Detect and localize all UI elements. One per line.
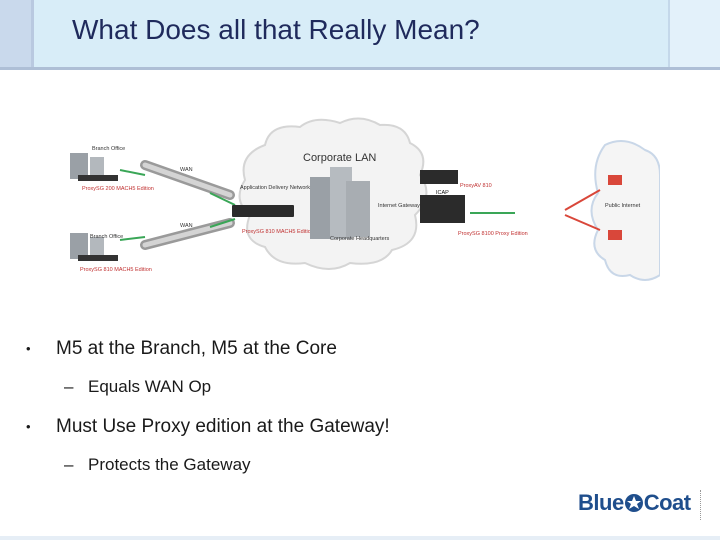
network-diagram: Corporate LAN Public Internet Branch Off… [70,117,660,281]
internet-host-icon [608,175,622,185]
concentrator-label: Application Delivery Network Concentrato… [240,185,343,191]
traffic-arrow [564,189,601,231]
sub-bullet-marker: – [64,455,74,474]
bullet-text: Must Use Proxy edition at the Gateway! [56,416,390,437]
concentrator-device-icon [232,205,294,217]
public-internet-cloud [590,140,660,281]
icap-label: ICAP [436,190,449,196]
gateway-device-bottom-label: ProxySG 8100 Proxy Edition [458,231,528,237]
corporate-hq-label: Corporate Headquarters [330,236,390,242]
bullet-text: M5 at the Branch, M5 at the Core [56,338,337,359]
bullet-item: • Must Use Proxy edition at the Gateway! [26,416,390,438]
wan-pipe [140,218,235,250]
sub-bullet-item: –Protects the Gateway [64,455,251,475]
cloud-label: Corporate LAN [303,152,376,164]
branch-server-icon [70,153,118,181]
concentrator-device-label: ProxySG 810 MACH5 Edition [242,229,314,235]
branch-device-2-label: ProxySG 810 MACH5 Edition [80,267,152,273]
logo-text-right: Coat [643,490,691,515]
wan-2-label: WAN [180,223,193,229]
wan-1-label: WAN [180,167,193,173]
gateway-device-bottom-icon [420,195,465,223]
logo-mark-icon [624,494,643,512]
footer-line [0,536,720,540]
bullet-item: • M5 at the Branch, M5 at the Core [26,338,337,360]
branch-device-1-label: ProxySG 200 MACH5 Edition [82,186,154,192]
logo-divider [700,490,702,520]
bullet-marker: • [26,419,31,435]
logo-text-left: Blue [578,490,624,515]
branch-server-icon [70,233,118,261]
slide-title: What Does all that Really Mean? [72,14,480,45]
sub-bullet-marker: – [64,377,74,396]
traffic-arrow [119,169,515,241]
branch-office-1-label: Branch Office [92,146,125,152]
sub-bullet-text: Protects the Gateway [88,455,251,474]
wan-pipe [140,160,235,200]
header-divider [0,67,720,70]
header-left-accent [0,0,34,70]
gateway-device-top-label: ProxyAV 810 [460,183,492,189]
gateway-device-top-icon [420,170,458,184]
headquarters-building-icon [310,167,370,239]
internet-gateway-label: Internet Gateway [378,203,420,209]
branch-office-2-label: Branch Office [90,234,123,240]
sub-bullet-text: Equals WAN Op [88,377,212,396]
internet-host-icon [608,230,622,240]
bullet-marker: • [26,341,31,357]
header-right-accent [668,0,720,70]
blue-coat-logo: Blue Coat [578,490,691,516]
header-band: What Does all that Really Mean? [0,0,720,70]
sub-bullet-item: –Equals WAN Op [64,377,211,397]
public-internet-label: Public Internet [605,203,641,209]
